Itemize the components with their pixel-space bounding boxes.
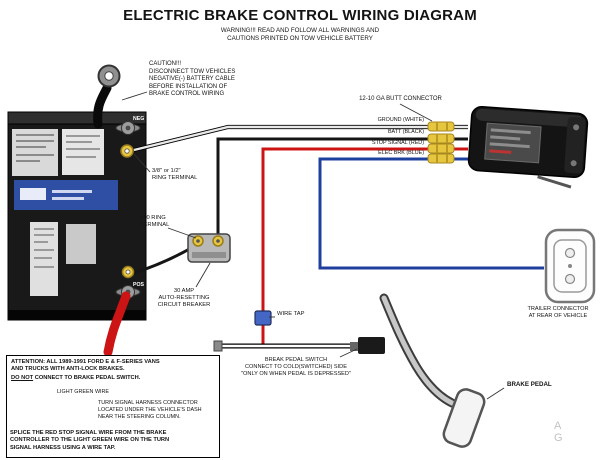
butt-connector [427, 153, 455, 164]
circuit-breaker [187, 233, 231, 263]
wire-tap-label: WIRE TAP [277, 311, 305, 317]
do-not-rest-text: CONNECT TO BRAKE PEDAL SWITCH. [33, 375, 141, 381]
ground-wire-label: GROUND (WHITE) [377, 117, 424, 123]
brake-pedal-label: BRAKE PEDAL [507, 381, 552, 388]
leader-lines [47, 91, 505, 405]
do-not-text: DO NOT [11, 375, 34, 381]
page-title: ELECTRIC BRAKE CONTROL WIRING DIAGRAM [123, 7, 477, 24]
circuit-breaker-label: 30 AMP AUTO-RESETTING CIRCUIT BREAKER [157, 288, 211, 309]
brake-pedal [379, 293, 486, 448]
brake-switch-harness-wire [213, 340, 358, 352]
neg-terminal [115, 121, 141, 135]
butt-connectors [427, 121, 455, 164]
butt-connector-label: 12-10 GA BUTT CONNECTOR [359, 96, 442, 102]
butt-connector [427, 143, 455, 154]
large-ring-terminal-label: 3/8" or 1/2" RING TERMINAL [152, 168, 198, 182]
battery [7, 111, 147, 321]
splice-instructions: SPLICE THE RED STOP SIGNAL WIRE FROM THE… [10, 430, 170, 451]
batt-wire-black [216, 137, 468, 238]
battery-label-small [66, 224, 96, 264]
attention-do-not-line: DO NOT CONNECT TO BRAKE PEDAL SWITCH. [11, 375, 213, 382]
attention-box: ATTENTION: ALL 1989-1991 FORD E & F-SERI… [6, 355, 220, 458]
elec-brk-wire-blue [318, 157, 544, 270]
wire-tap [254, 310, 272, 326]
stop-wire-label: STOP SIGNAL (RED) [371, 140, 424, 146]
stop-signal-wire-red [261, 147, 468, 346]
negative-battery-cable [93, 64, 121, 129]
battery-label-left [12, 129, 58, 176]
positive-battery-cable [103, 291, 131, 357]
brake-pedal-switch-label: BREAK PEDAL SWITCH CONNECT TO COLD(SWITC… [241, 357, 351, 377]
ground-wire-white [133, 124, 468, 153]
trailer-connector [544, 228, 596, 304]
batt-wire-label: BATT (BLACK) [387, 129, 424, 135]
caution-text: CAUTION!!! DISCONNECT TOW VEHICLES NEGAT… [149, 61, 236, 97]
trailer-connector-label: TRAILER CONNECTOR AT REAR OF VEHICLE [527, 306, 589, 319]
elec-brk-wire-label: ELEC BRK (BLUE) [378, 150, 424, 156]
brake-pedal-pad [442, 388, 486, 448]
warning-text: WARNING!!! READ AND FOLLOW ALL WARNINGS … [220, 27, 380, 42]
pos-label: POS [133, 282, 144, 288]
butt-connector [427, 121, 455, 132]
attention-heading: ATTENTION: ALL 1989-1991 FORD E & F-SERI… [11, 359, 160, 373]
butt-connector [427, 133, 455, 144]
watermark: A G [554, 420, 563, 445]
brake-pedal-switch [350, 337, 385, 354]
light-green-wire-label: LIGHT GREEN WIRE [57, 389, 110, 395]
turn-signal-harness-label: TURN SIGNAL HARNESS CONNECTOR LOCATED UN… [98, 400, 202, 421]
neg-label: NEG [133, 116, 145, 122]
brake-control-unit [467, 105, 589, 189]
mounting-bracket [537, 175, 572, 189]
small-ring-terminal-label: #10 RING TERMINAL [140, 215, 170, 229]
